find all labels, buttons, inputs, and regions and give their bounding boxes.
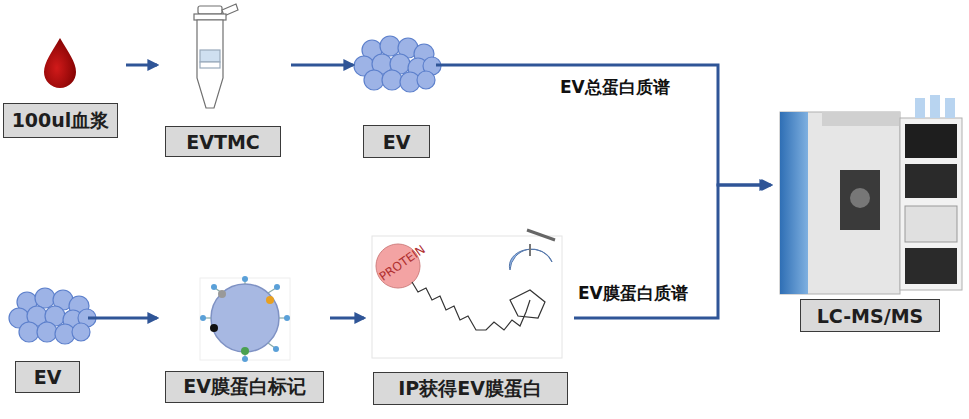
flow-arrow	[126, 64, 157, 67]
edge-label: EV膜蛋白质谱	[578, 282, 688, 305]
node-label: EV	[15, 361, 80, 393]
flow-arrow	[436, 65, 769, 185]
process-node: 100ul血浆	[3, 30, 118, 138]
flow-arrow	[330, 317, 364, 320]
blood-drop	[44, 38, 76, 88]
node-label: EVTMC	[165, 126, 281, 157]
node-label: EV	[363, 125, 430, 158]
edge-label: EV总蛋白质谱	[560, 76, 670, 99]
ip-illustration	[372, 230, 562, 358]
node-label: IP获得EV膜蛋白	[373, 372, 568, 405]
tube-icon	[194, 4, 238, 108]
process-node: EV	[363, 30, 430, 158]
flow-arrow	[574, 185, 771, 318]
ev-cluster	[9, 288, 96, 344]
lcms-instrument	[780, 95, 962, 294]
labelled-ev	[200, 276, 290, 362]
node-label: 100ul血浆	[3, 103, 118, 138]
node-label: LC-MS/MS	[800, 299, 940, 332]
flow-arrow	[291, 64, 353, 67]
flow-arrow	[88, 317, 157, 320]
process-node: LC-MS/MS	[775, 80, 965, 332]
ev-cluster	[354, 36, 441, 92]
node-label: EV膜蛋白标记	[165, 371, 324, 403]
process-node: EV膜蛋白标记	[165, 275, 324, 403]
process-node: EV	[15, 280, 80, 393]
process-node: EVTMC	[165, 0, 281, 157]
